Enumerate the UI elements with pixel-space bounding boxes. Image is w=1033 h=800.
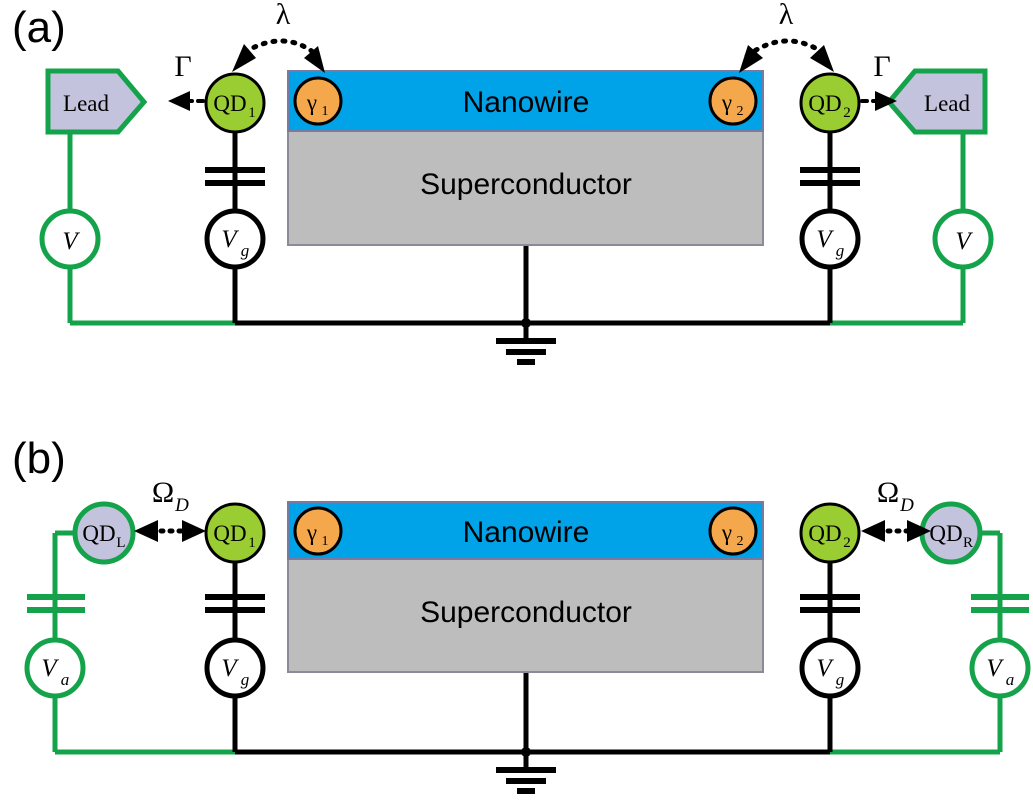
lambda-coupling-left-label-a: λ xyxy=(276,0,291,31)
gate-right-label-b: V xyxy=(816,655,834,682)
omega-left-sub-b: D xyxy=(174,495,189,516)
voltage-source-gate-right-a: V g xyxy=(799,208,861,270)
coupling-gamma-right-a: Γ xyxy=(860,50,897,111)
qd2-sub-a: 2 xyxy=(843,105,851,121)
voltage-source-bias-right-a: V xyxy=(932,208,994,270)
majorana-gamma1-a: γ 1 xyxy=(293,76,343,126)
quantum-dot-L-b: QD L xyxy=(72,501,136,565)
panel-a: Superconductor Nanowire γ 1 γ 2 QD 1 QD … xyxy=(12,0,994,365)
gamma1-label-b: γ xyxy=(306,520,317,545)
bias-right-label-a: V xyxy=(955,228,973,255)
gamma2-label-b: γ xyxy=(721,520,732,545)
voltage-source-gate-left-b: V g xyxy=(204,637,266,699)
gamma2-sub-a: 2 xyxy=(737,104,744,119)
lead-left-label-a: Lead xyxy=(63,91,109,116)
qd1-sub-b: 1 xyxy=(248,535,256,551)
superconductor-block-b xyxy=(287,557,764,673)
capacitor-aux-left-b xyxy=(27,594,85,613)
majorana-gamma1-b: γ 1 xyxy=(293,506,343,556)
gamma2-label-a: γ xyxy=(721,90,732,115)
nanowire-block-a xyxy=(287,70,764,132)
qd1-label-a: QD xyxy=(213,91,246,116)
nanowire-label-b: Nanowire xyxy=(463,516,590,549)
lead-right-label-a: Lead xyxy=(924,91,970,116)
voltage-source-gate-left-a: V g xyxy=(204,208,266,270)
quantum-dot-2-a: QD 2 xyxy=(799,72,861,134)
nanowire-label-a: Nanowire xyxy=(463,86,590,119)
capacitor-gate-right-b xyxy=(800,594,860,613)
aux-left-sub-b: a xyxy=(61,670,70,689)
bias-left-label-a: V xyxy=(62,228,80,255)
gamma-coupling-right-label-a: Γ xyxy=(873,50,890,83)
capacitor-gate-right-a xyxy=(800,167,860,186)
quantum-dot-R-b: QD R xyxy=(919,501,983,565)
voltage-source-bias-left-a: V xyxy=(39,208,101,270)
nanowire-block-b xyxy=(287,501,764,560)
capacitor-gate-left-b xyxy=(205,594,265,613)
quantum-dot-2-b: QD 2 xyxy=(799,502,861,564)
capacitor-aux-right-b xyxy=(971,594,1029,613)
coupling-omega-right-b: Ω D xyxy=(861,476,931,542)
gamma1-sub-a: 1 xyxy=(322,104,329,119)
panel-b-label: (b) xyxy=(12,434,66,483)
gate-right-label-a: V xyxy=(816,226,834,253)
qd2-label-a: QD xyxy=(808,91,841,116)
omega-right-label-b: Ω xyxy=(877,476,899,509)
gamma2-sub-b: 2 xyxy=(737,534,744,549)
gamma-coupling-left-label-a: Γ xyxy=(174,50,191,83)
superconductor-block-a xyxy=(287,129,764,246)
omega-left-label-b: Ω xyxy=(152,476,174,509)
qdR-sub-b: R xyxy=(963,535,973,551)
majorana-gamma2-a: γ 2 xyxy=(708,76,758,126)
voltage-source-aux-left-b: V a xyxy=(24,637,86,699)
voltage-source-aux-right-b: V a xyxy=(969,637,1031,699)
gate-left-label-a: V xyxy=(221,226,239,253)
lead-left-a: Lead xyxy=(45,68,148,135)
lead-right-a: Lead xyxy=(885,68,988,135)
lambda-coupling-right-label-a: λ xyxy=(779,0,794,31)
qd1-sub-a: 1 xyxy=(248,105,256,121)
ground-icon-a xyxy=(496,318,556,365)
qd1-label-b: QD xyxy=(213,521,246,546)
qdL-label-b: QD xyxy=(82,521,115,546)
superconductor-label-b: Superconductor xyxy=(420,596,632,629)
qd2-sub-b: 2 xyxy=(843,535,851,551)
gate-left-label-b: V xyxy=(221,655,239,682)
gamma1-sub-b: 1 xyxy=(322,534,329,549)
aux-right-label-b: V xyxy=(986,655,1004,682)
coupling-lambda-left-a: λ xyxy=(232,0,325,73)
coupling-gamma-left-a: Γ xyxy=(168,50,205,111)
qdR-label-b: QD xyxy=(929,521,962,546)
quantum-dot-1-b: QD 1 xyxy=(204,502,266,564)
qdL-sub-b: L xyxy=(116,535,125,551)
gate-left-sub-a: g xyxy=(241,241,250,260)
aux-right-sub-b: a xyxy=(1006,670,1015,689)
gate-right-sub-b: g xyxy=(836,670,845,689)
gamma1-label-a: γ xyxy=(306,90,317,115)
ground-icon-b xyxy=(496,747,556,794)
panel-b-right-green-wire xyxy=(830,530,1003,755)
gate-right-sub-a: g xyxy=(836,241,845,260)
coupling-omega-left-b: Ω D xyxy=(134,476,206,542)
panel-b: Superconductor Nanowire γ 1 γ 2 QD 1 QD … xyxy=(12,434,1031,794)
majorana-gamma2-b: γ 2 xyxy=(708,506,758,556)
voltage-source-gate-right-b: V g xyxy=(799,637,861,699)
qd2-label-b: QD xyxy=(808,521,841,546)
coupling-lambda-right-a: λ xyxy=(739,0,834,73)
superconductor-label-a: Superconductor xyxy=(420,168,632,201)
aux-left-label-b: V xyxy=(41,655,59,682)
omega-right-sub-b: D xyxy=(899,495,914,516)
gate-left-sub-b: g xyxy=(241,670,250,689)
capacitor-gate-left-a xyxy=(205,167,265,186)
panel-a-label: (a) xyxy=(12,3,66,52)
quantum-dot-1-a: QD 1 xyxy=(204,72,266,134)
panel-b-left-green-wire xyxy=(52,530,235,755)
